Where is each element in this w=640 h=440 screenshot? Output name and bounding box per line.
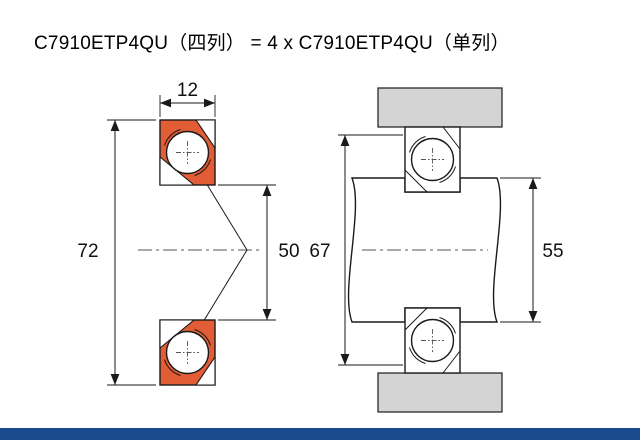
dim-housing-shoulder: 67 [309,134,403,366]
bearing-section-top [159,119,216,186]
race-line [442,126,461,150]
dim-bore-diameter: 50 [218,184,300,321]
race-groove-arc [164,359,181,376]
dim-bore-diameter-label: 50 [278,241,299,262]
dim-outer-diameter-label: 72 [77,241,98,262]
mounted-bearing-section-top [404,126,461,193]
race-line [442,350,461,374]
race-groove-arc [164,129,181,146]
race-groove-arc [439,317,456,334]
race-line [404,169,428,193]
race-groove-arc [409,347,426,364]
footer-bar [0,428,640,440]
race-groove-arc [194,329,211,346]
mounted-bearing-section-bottom [404,307,461,374]
race-groove-arc [439,166,456,183]
outer-ring-race [194,119,216,150]
outer-ring-race [194,355,216,386]
dim-shaft-shoulder-label: 55 [542,241,563,262]
race-groove-arc [194,159,211,176]
page-title: C7910ETP4QU（四列） = 4 x C7910ETP4QU（单列） [34,33,510,54]
dim-width: 12 [159,80,216,117]
dim-housing-shoulder-label: 67 [309,241,330,262]
race-line [404,307,428,331]
dim-shaft-shoulder: 55 [500,177,564,323]
dim-width-label: 12 [177,80,198,101]
dim-outer-diameter: 72 [77,119,156,386]
bearing-section-bottom [159,319,216,386]
housing-block-top [377,87,503,128]
single-bearing-view: 12 72 50 [77,80,300,386]
race-groove-arc [409,136,426,153]
housing-block-bottom [377,372,503,413]
mounted-bearing-view: 67 55 [309,87,564,413]
